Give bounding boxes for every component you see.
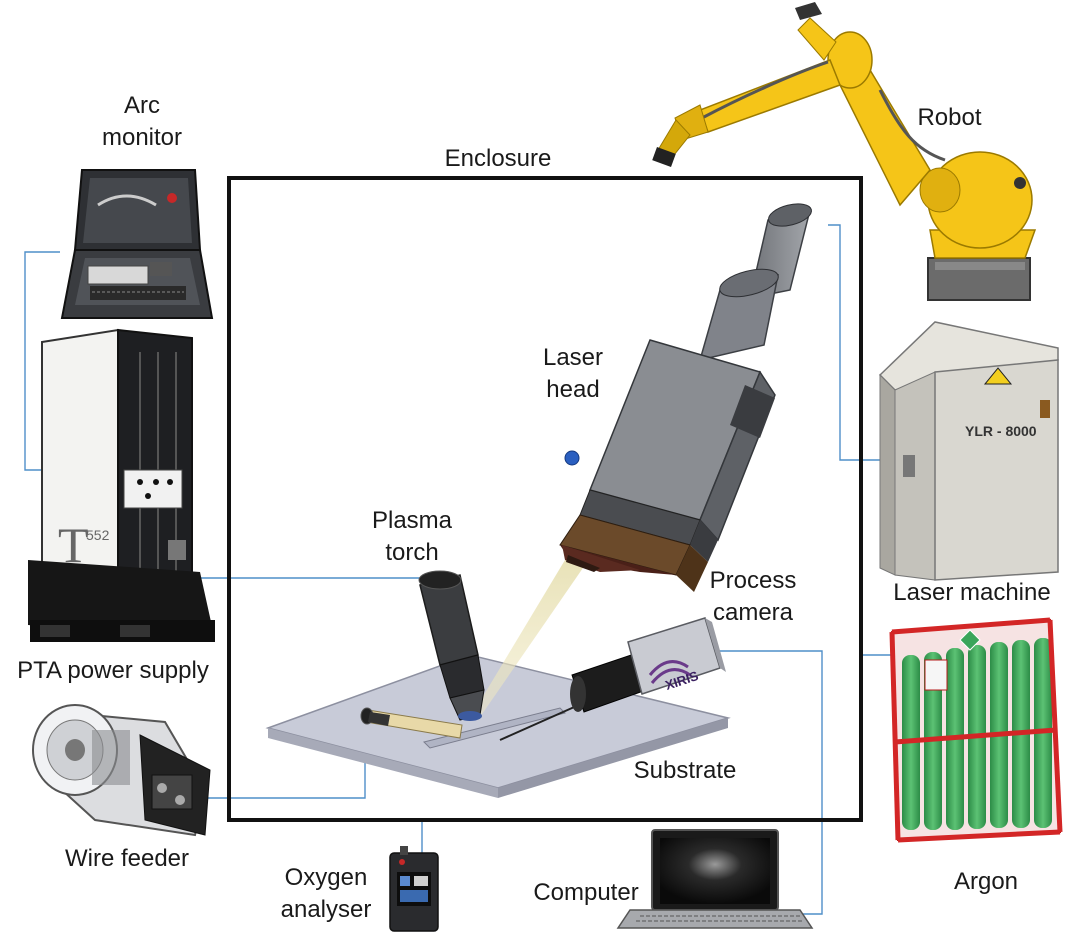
robot-label: Robot [917,104,982,131]
arc-monitor-label: Arc monitor [72,90,212,154]
laser-machine-label: Laser machine [893,579,1051,606]
wire-feeder-unit [32,704,211,837]
substrate-label: Substrate [633,757,737,784]
process-camera-label-line1: Process [709,567,797,594]
laser-head-label: Laser head [508,342,638,406]
arc-monitor-label-line1: Arc [124,92,160,119]
argon-label: Argon [953,868,1019,895]
computer-laptop [616,829,814,929]
robot-arm [652,2,1037,301]
line-arc-monitor-to-power-supply [24,251,60,471]
oxygen-analyser-unit [389,846,439,932]
line-camera-to-computer [718,650,823,915]
arc-monitor-case [60,169,214,319]
plasma-torch-body [418,570,485,721]
plasma-torch-label: Plasma torch [342,505,482,569]
laser-head-label-line2: head [546,376,600,403]
laser-machine-unit: YLR - 8000 [878,321,1059,581]
wire-feeder-label: Wire feeder [64,845,190,872]
computer-label: Computer [533,879,639,906]
power-supply-model-text: 552 [86,527,110,543]
enclosure-label: Enclosure [444,145,552,172]
line-laser-head-to-laser-machine [828,224,880,461]
laser-model-text: YLR - 8000 [965,423,1037,439]
wire-feed-nozzle [360,707,463,739]
process-camera-label-line2: camera [712,599,794,626]
arc-monitor-label-line2: monitor [101,124,183,151]
oxygen-analyser-label-line1: Oxygen [284,864,368,891]
substrate-plate [265,654,731,798]
plasma-torch-label-line2: torch [385,539,439,566]
enclosure-frame [227,176,863,822]
argon-cylinder-rack [889,617,1063,843]
laser-head-label-line1: Laser [542,344,604,371]
pta-power-supply-unit: T 552 [28,328,215,642]
oxygen-analyser-label-line2: analyser [280,896,372,923]
oxygen-analyser-label: Oxygen analyser [266,862,386,926]
pta-power-supply-label: PTA power supply [17,657,209,684]
process-camera-label: Process camera [682,565,824,629]
laser-beam [470,560,585,720]
laser-head-body [559,203,812,592]
plasma-torch-label-line1: Plasma [371,507,453,534]
